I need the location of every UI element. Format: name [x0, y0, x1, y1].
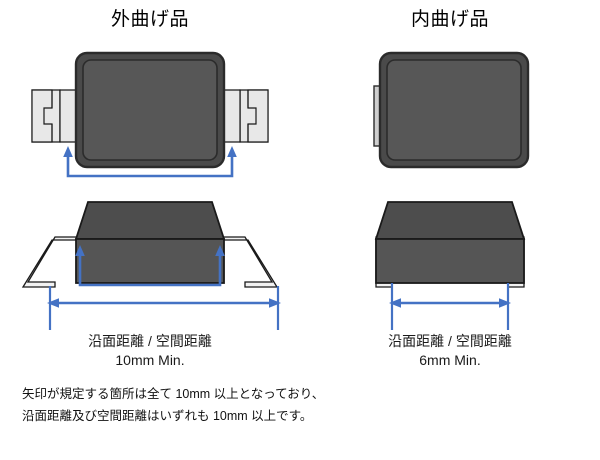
- dim-arrowhead-left: [47, 298, 59, 308]
- dimension-value-outward: 10mm Min.: [115, 352, 185, 368]
- arrowhead-left-side: [75, 245, 85, 256]
- dimension-label-inward: 沿面距離 / 空間距離 6mm Min.: [300, 332, 600, 370]
- dimension-line-outward: [47, 286, 281, 330]
- dimension-label-outward: 沿面距離 / 空間距離 10mm Min.: [0, 332, 300, 370]
- component-body-side-view-inward: [374, 201, 526, 284]
- footnote-line-2: 沿面距離及び空間距離はいずれも 10mm 以上です。: [22, 409, 313, 423]
- outward-side-view: [21, 201, 281, 330]
- inward-side-view: [374, 201, 526, 330]
- component-body-top-view: [74, 51, 226, 169]
- panel-title-inward: 内曲げ品: [410, 9, 489, 30]
- clearance-arrow-top-view: [66, 155, 234, 178]
- footnote-line-1: 矢印が規定する箇所は全て 10mm 以上となっており、: [22, 387, 325, 401]
- dim-arrowhead-left-inward: [389, 298, 401, 308]
- footnote: 矢印が規定する箇所は全て 10mm 以上となっており、 沿面距離及び空間距離はい…: [22, 383, 502, 427]
- arrowhead-left-top: [63, 146, 73, 157]
- dimension-line-inward: [389, 283, 511, 330]
- inward-top-view: [373, 51, 530, 169]
- panel-outward-bent: 外曲げ品: [0, 0, 300, 375]
- dimension-label-text-outward: 沿面距離 / 空間距離: [88, 333, 212, 349]
- dimension-label-text-inward: 沿面距離 / 空間距離: [388, 333, 512, 349]
- panel-title-outward: 外曲げ品: [110, 9, 189, 30]
- lead-right-top-view: [223, 89, 269, 143]
- clearance-arrow-side-view: [78, 254, 222, 287]
- dim-arrowhead-right: [269, 298, 281, 308]
- component-body-top-view-inward: [378, 51, 530, 169]
- dim-arrowhead-right-inward: [499, 298, 511, 308]
- dimension-value-inward: 6mm Min.: [419, 352, 481, 368]
- lead-left-top-view: [31, 89, 77, 143]
- component-body-side-view: [74, 201, 226, 284]
- outward-top-view: [31, 51, 269, 178]
- panel-inward-bent: 内曲げ品: [300, 0, 600, 375]
- outward-bent-drawing: [21, 51, 281, 330]
- inward-bent-drawing: [373, 51, 530, 330]
- arrowhead-right-side: [215, 245, 225, 256]
- arrowhead-right-top: [227, 146, 237, 157]
